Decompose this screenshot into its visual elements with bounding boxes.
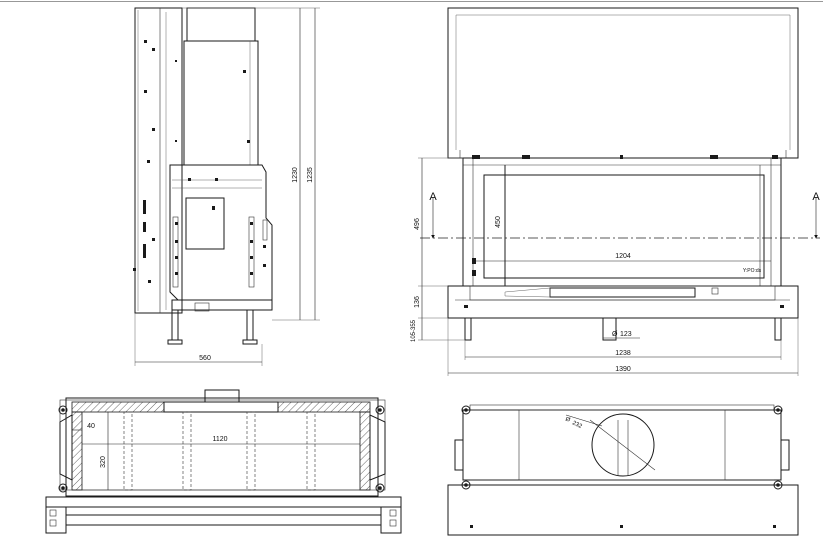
- front-view: Y:PO:ds A A 496 136 105-355 450: [411, 7, 820, 376]
- top-body: [462, 409, 782, 481]
- front-glass-panel: [483, 174, 765, 279]
- dim-width-1390: 1390: [615, 366, 631, 373]
- section-outer-frame: [65, 397, 379, 497]
- dim-width-1238: 1238: [615, 350, 631, 357]
- side-flue-box: [183, 40, 259, 166]
- top-base-plate: [447, 484, 799, 536]
- top-flue-circle: [591, 413, 655, 477]
- section-studs: [123, 411, 316, 491]
- dim-flue-232: 232: [571, 420, 583, 430]
- section-front-bar: [45, 496, 402, 508]
- dim-height-136: 136: [414, 296, 421, 308]
- dim-height-496: 496: [414, 218, 421, 230]
- flue-diameter-symbol: Ø: [564, 416, 571, 424]
- section-wall-right: [359, 411, 371, 491]
- dim-width-1204: 1204: [615, 253, 631, 260]
- dim-height-1230: 1230: [292, 167, 299, 183]
- side-firebox-body: [169, 164, 273, 301]
- side-view: 560 1230 1235: [133, 7, 320, 366]
- dim-width-560: 560: [199, 355, 211, 362]
- side-leg-left: [171, 309, 179, 341]
- dim-wall-40: 40: [87, 423, 95, 430]
- section-wall-left: [71, 411, 83, 491]
- front-burner-slot: [549, 287, 696, 298]
- front-outlet-pipe: [602, 317, 617, 341]
- side-leg-right: [246, 309, 254, 341]
- front-hood: [447, 7, 799, 159]
- section-marker-right: A: [812, 191, 820, 203]
- front-base-box: [447, 285, 799, 319]
- side-back-panel: [134, 7, 183, 314]
- outlet-diameter-symbol: Ø: [612, 331, 618, 338]
- front-door-frame: [462, 157, 782, 287]
- dim-height-450: 450: [495, 216, 502, 228]
- dim-height-1235: 1235: [307, 167, 314, 183]
- section-flue-collar: [204, 389, 240, 403]
- side-panel-holes: [133, 40, 177, 283]
- side-inspection-plate: [185, 197, 225, 250]
- section-view: 1120 40 320: [45, 389, 402, 534]
- section-marker-left: A: [429, 191, 437, 203]
- dim-depth-320: 320: [100, 456, 107, 468]
- dim-width-1120: 1120: [212, 436, 227, 443]
- dim-outlet-123: 123: [620, 331, 632, 338]
- section-hatch-right: [277, 401, 371, 413]
- front-leg-right: [774, 317, 782, 341]
- top-view: Ø 232: [447, 404, 799, 536]
- section-hatch-left: [71, 401, 165, 413]
- dim-leg-height: 105-355: [411, 319, 417, 342]
- brand-mark: Y:PO:ds: [743, 268, 762, 274]
- front-leg-left: [464, 317, 472, 341]
